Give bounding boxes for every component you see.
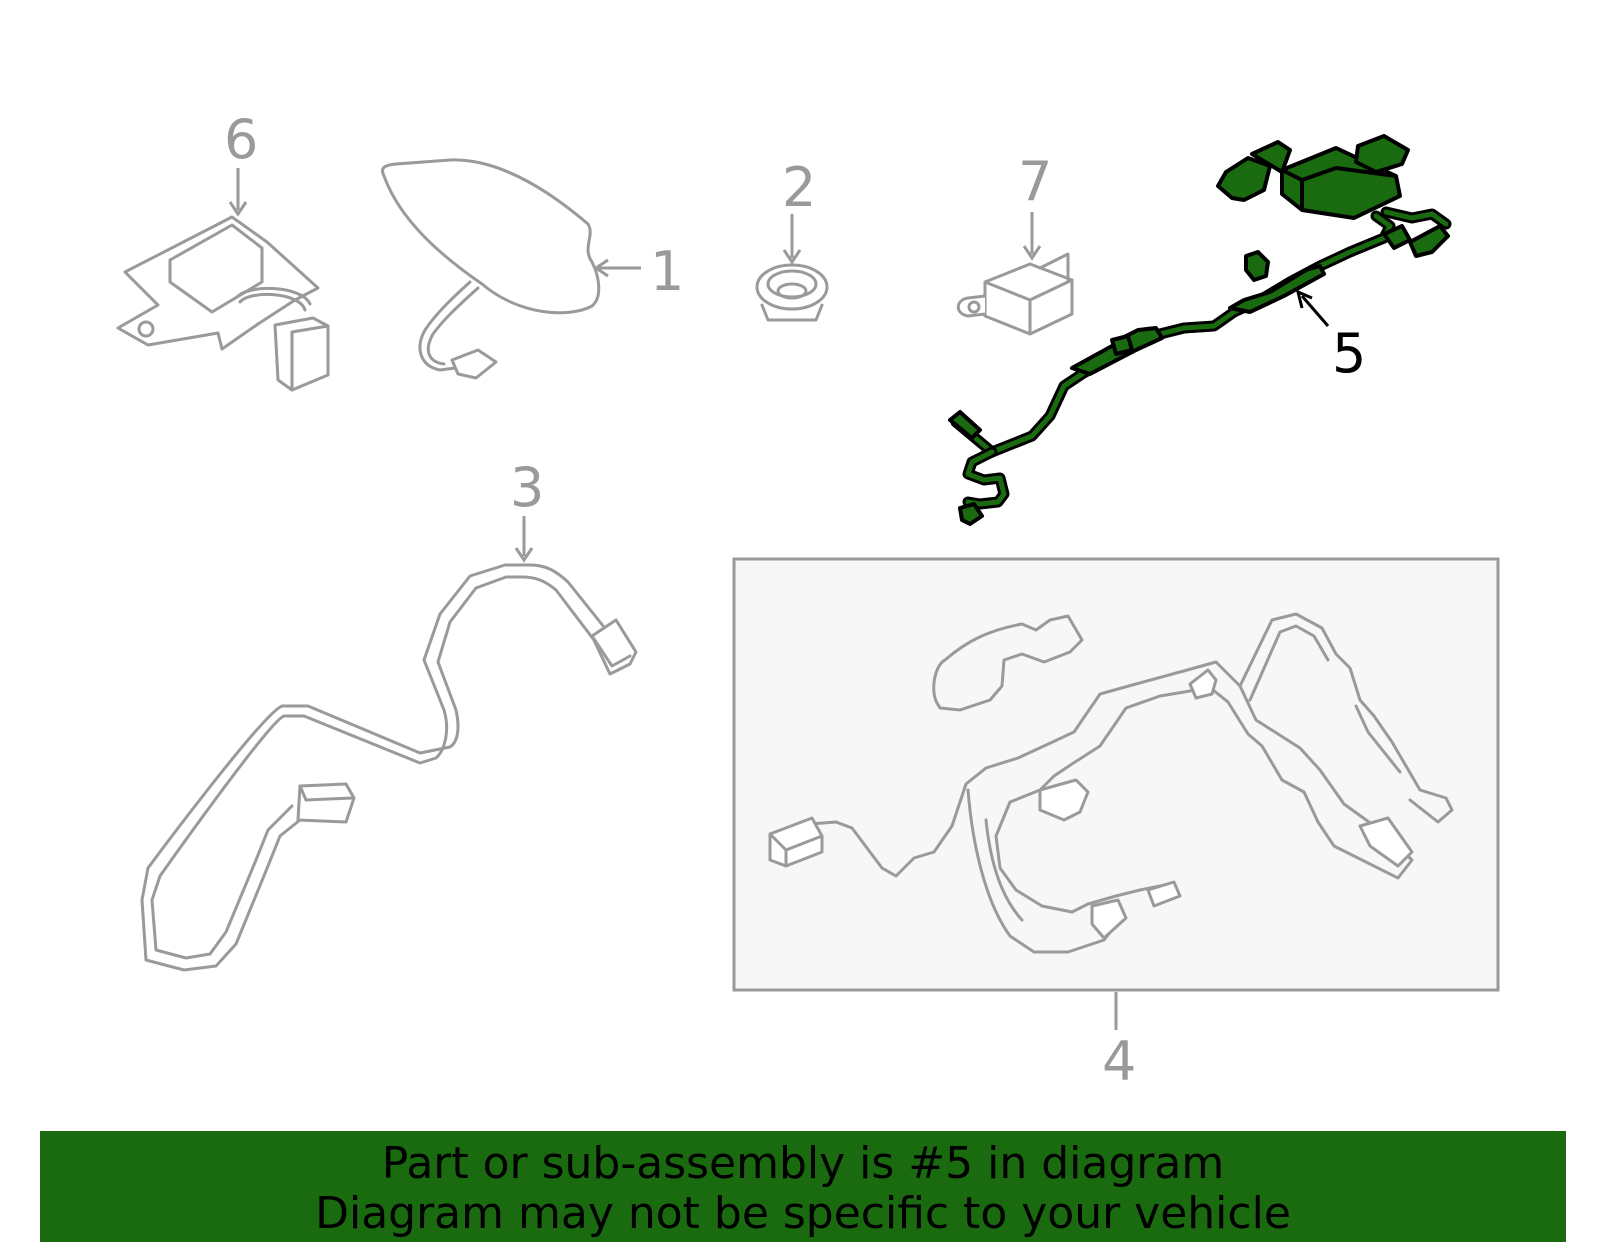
callout-7: 7 <box>1018 150 1052 213</box>
callout-5: 5 <box>1332 322 1366 385</box>
leader-5 <box>1300 295 1330 327</box>
callout-1: 1 <box>650 240 684 303</box>
callout-6: 6 <box>224 108 258 171</box>
part-1-antenna <box>381 158 601 380</box>
part-4-harness <box>768 612 1454 954</box>
callout-3: 3 <box>510 456 544 519</box>
banner-line-2: Diagram may not be specific to your vehi… <box>315 1188 1291 1239</box>
part-5-harness-highlighted <box>948 134 1452 526</box>
part-7-sensor <box>956 252 1074 336</box>
part-2-grommet <box>755 263 829 322</box>
part-6-module <box>116 215 330 392</box>
info-banner: Part or sub-assembly is #5 in diagram Di… <box>40 1131 1566 1242</box>
banner-line-1: Part or sub-assembly is #5 in diagram <box>381 1138 1225 1189</box>
callout-2: 2 <box>782 156 816 219</box>
part-3-cable <box>140 563 638 972</box>
callout-4: 4 <box>1102 1030 1136 1093</box>
